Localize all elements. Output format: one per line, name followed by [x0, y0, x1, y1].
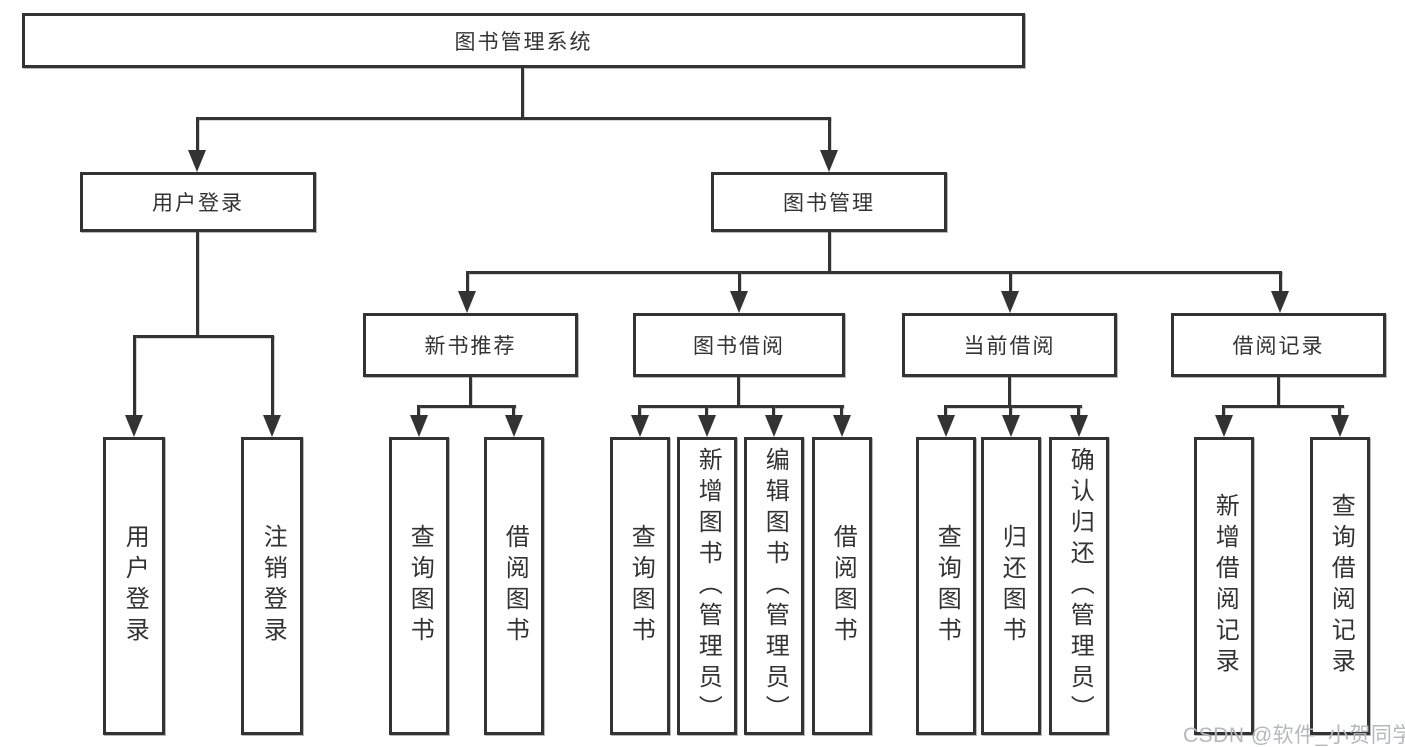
csdn-watermark: CSDN @软件_小贺同学	[1183, 724, 1405, 747]
node-book-borrowing: 图书借阅	[633, 313, 845, 377]
node-label: 注销登录	[259, 524, 287, 648]
arrow-down-icon	[1002, 415, 1020, 437]
connector-drop-book-borrow	[738, 271, 741, 293]
connector-drop	[512, 405, 515, 418]
node-label: 借阅图书	[829, 524, 857, 648]
node-label: 新增借阅记录	[1211, 493, 1239, 679]
connector-drop-user-login	[196, 117, 199, 153]
node-label: 确认归还（管理员）	[1066, 446, 1094, 726]
node-leaf-confirm-return-admin: 确认归还（管理员）	[1049, 437, 1109, 735]
node-leaf-add-borrow-record: 新增借阅记录	[1194, 437, 1254, 735]
node-leaf-logout: 注销登录	[241, 437, 303, 735]
arrow-down-icon	[188, 150, 206, 172]
connector-drop	[417, 405, 420, 418]
node-label: 查询图书	[627, 524, 655, 648]
node-current-borrowing: 当前借阅	[902, 313, 1117, 377]
node-label: 查询借阅记录	[1327, 493, 1355, 679]
arrow-down-icon	[765, 415, 783, 437]
node-label: 图书管理	[783, 192, 875, 215]
node-label: 归还图书	[998, 524, 1026, 648]
connector-drop-new-book	[466, 271, 469, 293]
node-label: 查询图书	[406, 524, 434, 648]
connector-drop	[1222, 405, 1225, 418]
connector-drop-book-mgmt	[828, 117, 831, 153]
node-library-system: 图书管理系统	[22, 13, 1025, 68]
arrow-down-icon	[410, 415, 428, 437]
connector-borrowrecord-hline	[1222, 405, 1344, 408]
arrow-down-icon	[820, 150, 838, 172]
node-leaf-borrow-books-recommend: 借阅图书	[484, 437, 544, 735]
connector-drop-current-borrow	[1009, 271, 1012, 293]
arrow-down-icon	[263, 415, 281, 437]
connector-root-hline	[197, 117, 831, 120]
connector-drop	[1077, 405, 1080, 418]
connector-drop	[638, 405, 641, 418]
arrow-down-icon	[458, 291, 476, 313]
node-user-login: 用户登录	[80, 172, 316, 232]
arrow-down-icon	[1215, 415, 1233, 437]
connector-drop	[1009, 405, 1012, 418]
node-label: 编辑图书（管理员）	[761, 446, 789, 726]
arrow-down-icon	[833, 415, 851, 437]
node-label: 用户登录	[121, 524, 149, 648]
node-label: 查询图书	[933, 524, 961, 648]
arrow-down-icon	[1001, 291, 1019, 313]
arrow-down-icon	[631, 415, 649, 437]
connector-drop	[944, 405, 947, 418]
node-leaf-edit-book-admin: 编辑图书（管理员）	[744, 437, 804, 735]
connector-root-stub	[521, 68, 524, 118]
node-label: 当前借阅	[963, 335, 1056, 358]
connector-drop	[772, 405, 775, 418]
connector-bookborrow-hline	[638, 405, 844, 408]
node-book-management: 图书管理	[711, 172, 947, 232]
connector-userlogin-stub	[196, 232, 199, 336]
connector-newbook-hline	[417, 405, 516, 408]
arrow-down-icon	[505, 415, 523, 437]
node-label: 借阅图书	[501, 524, 529, 648]
node-leaf-add-book-admin: 新增图书（管理员）	[677, 437, 737, 735]
arrow-down-icon	[730, 291, 748, 313]
arrow-down-icon	[698, 415, 716, 437]
node-leaf-query-borrow-record: 查询借阅记录	[1310, 437, 1370, 735]
node-label: 新书推荐	[424, 335, 517, 358]
connector-currentborrow-hline	[944, 405, 1082, 408]
node-label: 图书借阅	[693, 335, 785, 358]
arrow-down-icon	[1271, 291, 1289, 313]
connector-bookborrow-stub	[737, 377, 740, 406]
connector-bookmgmt-hline	[466, 271, 1282, 274]
node-leaf-user-login: 用户登录	[103, 437, 165, 735]
connector-drop-borrow-record	[1279, 271, 1282, 293]
arrow-down-icon	[125, 415, 143, 437]
node-leaf-query-books-current: 查询图书	[916, 437, 976, 735]
connector-borrowrecord-stub	[1277, 377, 1280, 406]
arrow-down-icon	[1331, 415, 1349, 437]
node-leaf-query-books-borrowing: 查询图书	[610, 437, 670, 735]
arrow-down-icon	[1070, 415, 1088, 437]
node-borrowing-records: 借阅记录	[1171, 313, 1386, 377]
connector-drop	[705, 405, 708, 418]
node-label: 借阅记录	[1232, 335, 1325, 358]
node-label: 新增图书（管理员）	[694, 446, 722, 726]
node-new-book-recommend: 新书推荐	[363, 313, 578, 377]
connector-currentborrow-stub	[1008, 377, 1011, 406]
node-label: 图书管理系统	[454, 30, 593, 54]
connector-drop-leaf-login	[133, 335, 136, 417]
node-leaf-query-books-recommend: 查询图书	[389, 437, 449, 735]
node-leaf-return-books: 归还图书	[981, 437, 1041, 735]
connector-drop	[840, 405, 843, 418]
connector-drop-leaf-logout	[271, 335, 274, 417]
node-label: 用户登录	[152, 192, 244, 215]
connector-drop	[1338, 405, 1341, 418]
connector-userlogin-hline	[133, 335, 274, 338]
connector-newbook-stub	[469, 377, 472, 406]
arrow-down-icon	[937, 415, 955, 437]
node-leaf-borrow-books-borrowing: 借阅图书	[812, 437, 872, 735]
connector-bookmgmt-stub	[828, 232, 831, 272]
